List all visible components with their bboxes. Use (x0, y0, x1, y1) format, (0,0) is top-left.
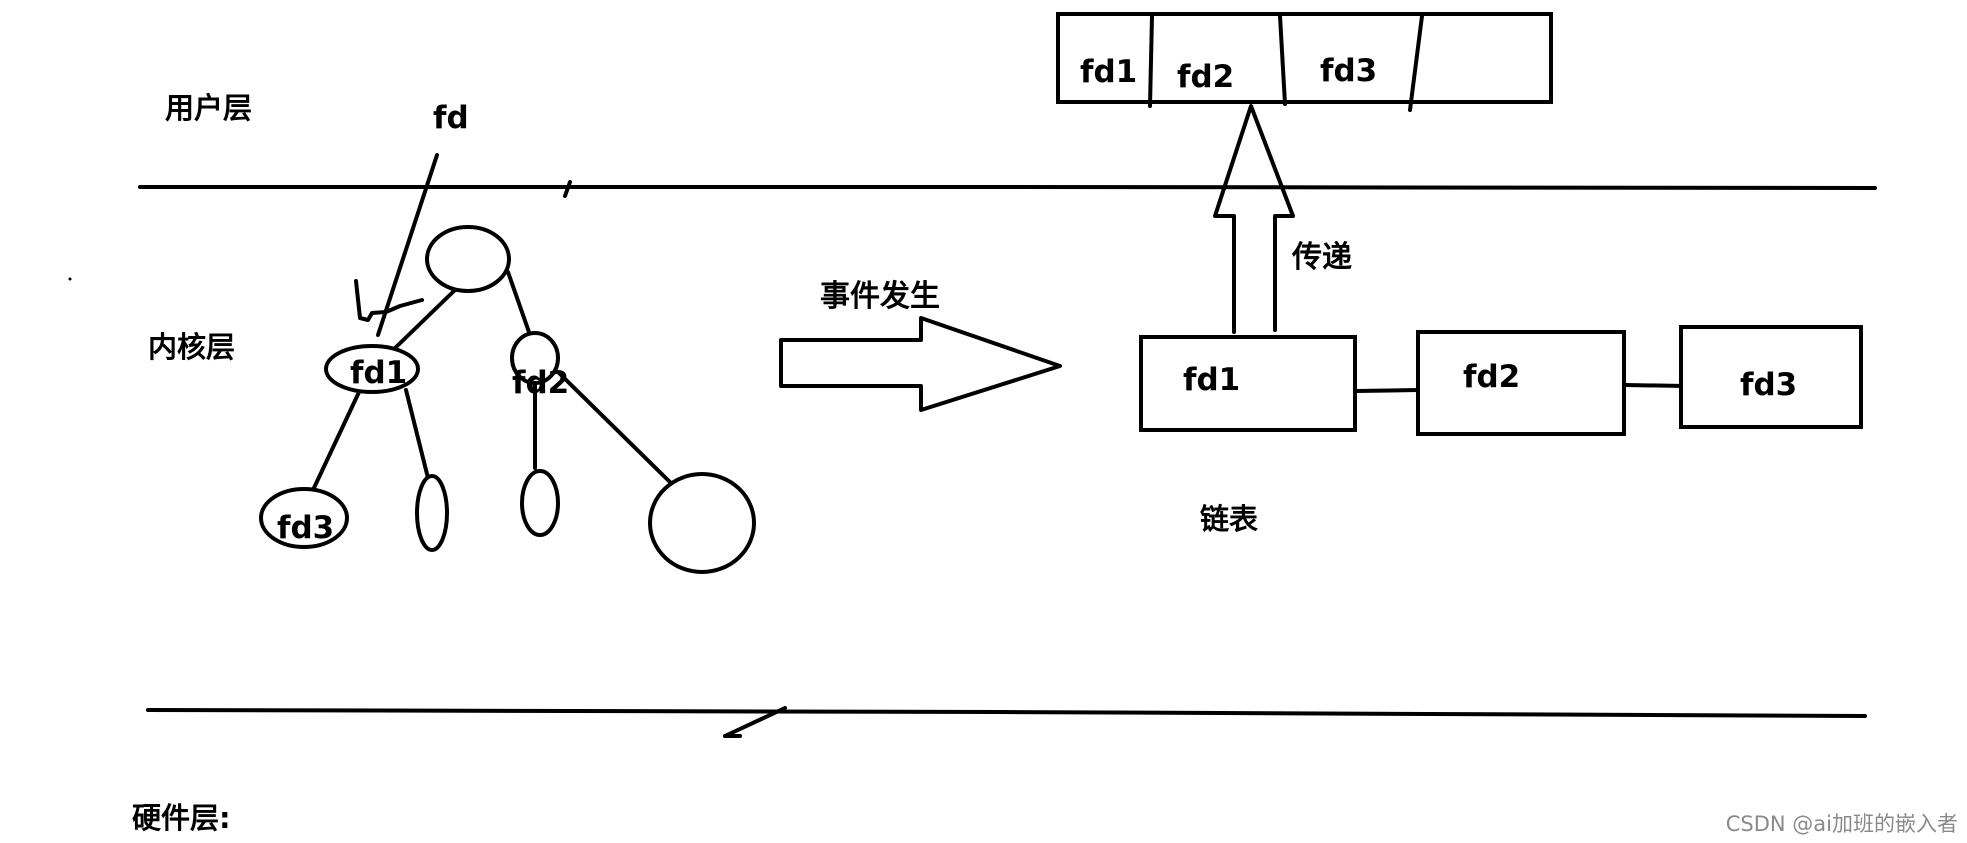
linked-list: fd1 fd2 fd3 链表 (1139, 325, 1863, 536)
user-kernel-divider (138, 185, 1877, 190)
array-cell-divider (1408, 14, 1424, 112)
tree-edge (311, 388, 362, 492)
array-cell-divider (1278, 14, 1287, 106)
tree-edge (404, 388, 430, 480)
tree-label-fd1: fd1 (350, 355, 407, 391)
tree-root-node (425, 225, 511, 293)
tree-leaf-node (648, 472, 756, 574)
stray-dot (68, 277, 72, 281)
transfer-arrow (1213, 104, 1295, 334)
list-label-fd1: fd1 (1183, 362, 1240, 398)
tree-edge (506, 270, 532, 337)
tree-node-fd1 (324, 344, 420, 394)
user-array-frame (1056, 12, 1553, 104)
csdn-watermark: CSDN @ai加班的嵌入者 (1726, 812, 1958, 836)
event-arrow (779, 316, 1062, 412)
array-cell-fd3: fd3 (1320, 53, 1377, 89)
user-array: fd1 fd2 fd3 (1056, 12, 1553, 112)
divider-slash-mark (723, 706, 787, 738)
list-link (1623, 383, 1687, 388)
hardware-layer-label: 硬件层: (132, 801, 231, 835)
tree-edge (391, 288, 457, 352)
tree-label-fd3: fd3 (277, 510, 334, 546)
user-fd-label: fd (433, 100, 469, 136)
tree-leaf-node (415, 474, 449, 552)
array-cell-fd2: fd2 (1177, 59, 1234, 95)
list-node-fd1 (1139, 335, 1357, 432)
list-link (1354, 388, 1420, 393)
event-arrow-label: 事件发生 (820, 279, 940, 314)
list-node-fd2 (1416, 330, 1626, 436)
rb-tree: fd1 fd2 fd3 (259, 225, 756, 574)
array-cell-fd1: fd1 (1080, 54, 1137, 90)
tree-label-fd2: fd2 (512, 365, 569, 401)
kernel-hardware-divider (146, 708, 1867, 718)
tree-edge (556, 370, 678, 490)
fd-pointer-line (376, 153, 439, 337)
tree-node-fd3 (259, 487, 349, 549)
kernel-layer-label: 内核层 (148, 330, 235, 364)
user-layer-label: 用户层 (165, 91, 252, 125)
array-cell-divider (1148, 14, 1154, 108)
list-node-fd3 (1679, 325, 1863, 429)
divider-tick-mark (563, 180, 572, 198)
tree-node-fd2 (510, 331, 560, 385)
list-label-fd2: fd2 (1463, 359, 1520, 395)
linked-list-caption: 链表 (1200, 502, 1258, 536)
transfer-arrow-label: 传递 (1291, 240, 1352, 275)
pointer-scribble (354, 279, 424, 322)
tree-leaf-node (520, 469, 560, 537)
list-label-fd3: fd3 (1740, 367, 1797, 403)
